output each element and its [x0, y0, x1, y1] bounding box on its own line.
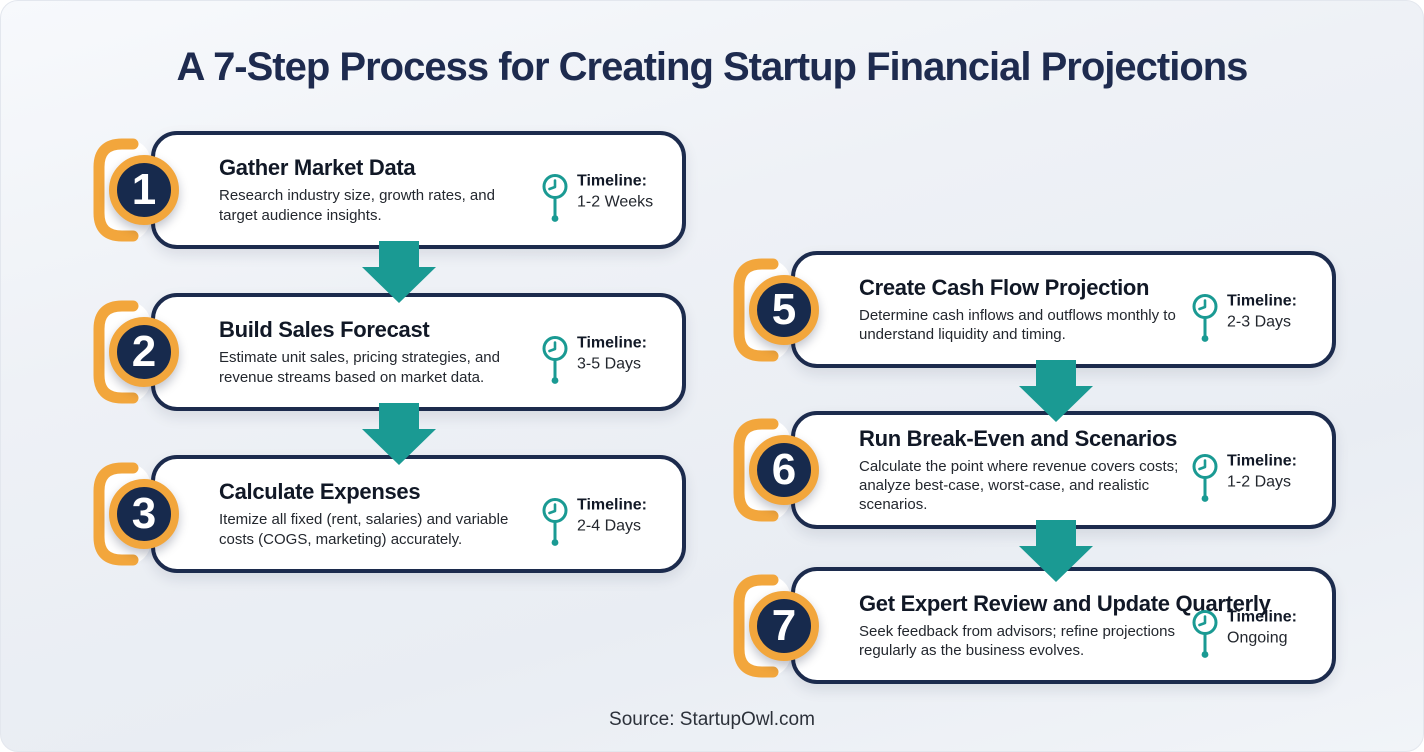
step-card-5: Create Cash Flow Projection Determine ca…: [729, 251, 1336, 368]
timeline-label: Timeline:: [577, 334, 647, 352]
timeline-value: 3-5 Days: [577, 355, 642, 373]
step-description: Estimate unit sales, pricing strategies,…: [219, 349, 500, 386]
step-card-3: Calculate Expenses Itemize all fixed (re…: [89, 455, 686, 573]
timeline-label: Timeline:: [1227, 292, 1297, 309]
step-description: Calculate the point where revenue covers…: [859, 457, 1179, 514]
step-title: Calculate Expenses: [219, 479, 421, 505]
step-card-1: Gather Market Data Research industry siz…: [89, 131, 686, 249]
timeline-block: Timeline: 1-2 Days: [1190, 452, 1320, 505]
timeline-label: Timeline:: [1227, 608, 1297, 625]
clock-icon: [1192, 293, 1218, 343]
flow-arrow-down-icon: [362, 241, 436, 303]
timeline-value: 1-2 Days: [1227, 473, 1292, 491]
step-card-body: Calculate Expenses Itemize all fixed (re…: [151, 455, 686, 573]
step-card-7: Get Expert Review and Update Quarterly S…: [729, 567, 1336, 684]
step-card-2: Build Sales Forecast Estimate unit sales…: [89, 293, 686, 411]
timeline-value: 2-3 Days: [1227, 313, 1292, 331]
timeline-label: Timeline:: [577, 172, 647, 190]
clock-icon: [542, 174, 568, 224]
step-number-badge: 3: [109, 479, 179, 549]
timeline-label: Timeline:: [577, 496, 647, 514]
timeline-block: Timeline: 1-2 Weeks: [540, 172, 670, 225]
step-number: 3: [131, 489, 157, 538]
flow-arrow-down-icon: [362, 403, 436, 465]
step-card-body: Get Expert Review and Update Quarterly S…: [791, 567, 1336, 684]
step-card-6: Run Break-Even and Scenarios Calculate t…: [729, 411, 1336, 529]
timeline-block: Timeline: 2-3 Days: [1190, 291, 1320, 344]
clock-icon: [542, 498, 568, 548]
step-title: Create Cash Flow Projection: [859, 274, 1150, 300]
step-description: Research industry size, growth rates, an…: [219, 187, 495, 224]
step-title: Gather Market Data: [219, 155, 416, 181]
step-number: 1: [131, 165, 157, 214]
timeline-block: Timeline: Ongoing: [1190, 607, 1320, 660]
timeline-value: Ongoing: [1227, 629, 1288, 647]
step-number: 5: [771, 284, 797, 334]
step-title: Get Expert Review and Update Quarterly: [859, 590, 1271, 616]
step-title: Run Break-Even and Scenarios: [859, 425, 1178, 451]
step-description: Itemize all fixed (rent, salaries) and v…: [219, 511, 509, 548]
clock-icon: [1192, 609, 1218, 659]
source-attribution: Source: StartupOwl.com: [609, 709, 815, 730]
step-number-badge: 2: [109, 317, 179, 387]
step-description: Determine cash inflows and outflows mont…: [859, 306, 1176, 343]
step-number: 7: [771, 600, 797, 650]
step-card-body: Gather Market Data Research industry siz…: [151, 131, 686, 249]
page-title: A 7-Step Process for Creating Startup Fi…: [176, 45, 1249, 89]
step-number-badge: 5: [749, 274, 819, 345]
flow-arrow-down-icon: [1019, 360, 1093, 422]
flow-arrow-down-icon: [1019, 520, 1093, 582]
clock-icon: [1192, 454, 1218, 504]
step-description: Seek feedback from advisors; refine proj…: [859, 622, 1175, 659]
step-number-badge: 6: [749, 435, 819, 505]
step-number: 2: [131, 327, 157, 376]
step-card-body: Create Cash Flow Projection Determine ca…: [791, 251, 1336, 368]
clock-icon: [542, 336, 568, 386]
step-number: 6: [771, 445, 797, 494]
timeline-block: Timeline: 2-4 Days: [540, 496, 670, 549]
step-card-body: Run Break-Even and Scenarios Calculate t…: [791, 411, 1336, 529]
step-card-body: Build Sales Forecast Estimate unit sales…: [151, 293, 686, 411]
step-title: Build Sales Forecast: [219, 317, 430, 343]
step-number-badge: 1: [109, 155, 179, 225]
timeline-value: 1-2 Weeks: [577, 193, 654, 211]
timeline-label: Timeline:: [1227, 452, 1297, 470]
timeline-block: Timeline: 3-5 Days: [540, 334, 670, 387]
timeline-value: 2-4 Days: [577, 517, 642, 535]
step-number-badge: 7: [749, 590, 819, 661]
